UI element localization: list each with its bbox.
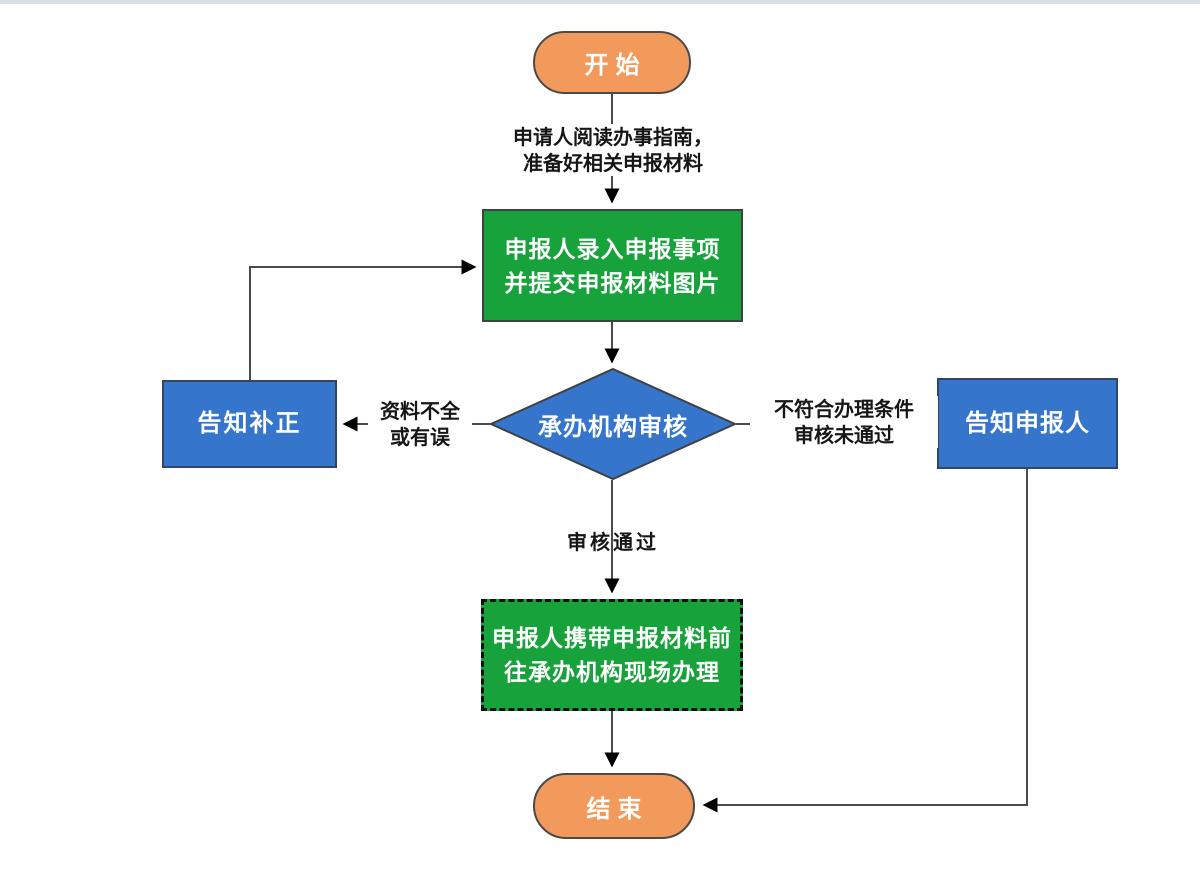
process-box-notify-applicant: 告知申报人 [937,378,1118,469]
decision-diamond-label: 承办机构审核 [538,413,688,441]
edge-label-rejected-line2: 审核未通过 [794,423,894,447]
edge-notify-to-end [702,469,1028,813]
edge-label-incomplete-materials: 资料不全 或有误 [368,398,472,450]
end-node: 结束 [533,773,695,839]
process-box-notify-correction: 告知补正 [162,380,337,468]
notify-applicant-label: 告知申报人 [965,409,1090,437]
submit-box-line1: 申报人录入申报事项 [504,235,721,262]
top-accent-bar [0,0,1200,4]
start-node-label: 开始 [584,52,647,79]
process-box-submit-application: 申报人录入申报事项 并提交申报材料图片 [482,209,743,322]
edge-label-incomplete-line1: 资料不全 [380,399,460,423]
edge-label-rejected-line1: 不符合办理条件 [774,397,914,421]
edge-label-not-qualified: 不符合办理条件 审核未通过 [750,396,938,448]
submit-box-line2: 并提交申报材料图片 [504,269,721,296]
edge-label-prepare-line1: 申请人阅读办事指南， [513,125,713,149]
end-node-label: 结束 [586,795,649,823]
onsite-box-line2: 往承办机构现场办理 [504,659,720,685]
edge-label-prepare-materials: 申请人阅读办事指南， 准备好相关申报材料 [450,124,776,176]
decision-diamond-review: 承办机构审核 [491,369,735,479]
edge-correction-to-submit [249,259,477,380]
onsite-box-line1: 申报人携带申报材料前 [492,625,732,651]
start-node: 开始 [533,31,691,94]
notify-correction-label: 告知补正 [197,410,302,437]
edge-label-incomplete-line2: 或有误 [390,425,450,449]
edge-label-passed-text: 审核通过 [567,530,659,554]
edge-label-prepare-line2: 准备好相关申报材料 [523,151,703,175]
decision-diamond-shape [488,367,738,481]
process-box-onsite-handling: 申报人携带申报材料前 往承办机构现场办理 [481,599,743,711]
edge-label-review-passed: 审核通过 [548,529,678,555]
